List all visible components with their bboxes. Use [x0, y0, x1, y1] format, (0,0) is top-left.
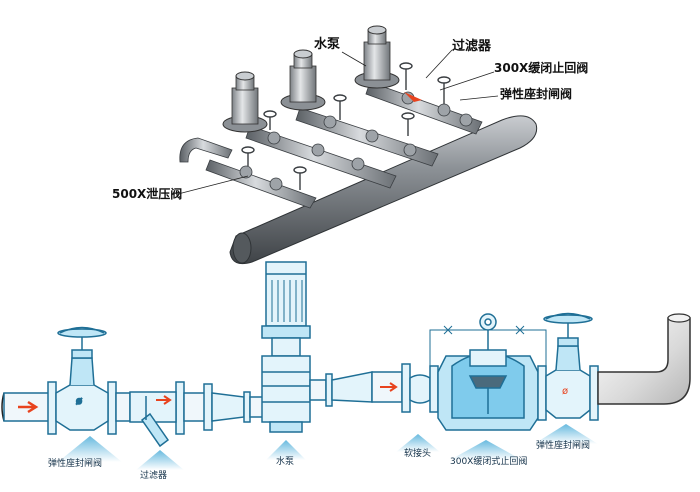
flow-arrow-joint	[380, 382, 398, 392]
label-3d-pump: 水泵	[314, 36, 340, 52]
svg-text:ø: ø	[562, 386, 568, 397]
flow-arrow-3d	[404, 92, 422, 102]
label-2d-gate-valve-out: 弹性座封闸阀	[536, 439, 590, 451]
gate-valve-inlet-2d: ø	[47, 326, 117, 435]
label-2d-flex-joint: 软接头	[404, 447, 431, 459]
y-filter-2d	[115, 381, 185, 448]
leader-lines-3d	[177, 49, 499, 195]
inlet-pipe	[179, 137, 233, 163]
label-3d-filter: 过滤器	[452, 38, 492, 54]
flow-arrow-filter	[156, 395, 172, 405]
label-3d-relief-valve: 500X泄压阀	[112, 186, 182, 201]
pump-2	[280, 49, 326, 111]
pump-outlet-2d	[309, 371, 403, 407]
svg-text:ø: ø	[76, 396, 82, 407]
label-2d-pump: 水泵	[276, 455, 294, 467]
flex-joint-2d	[380, 363, 439, 413]
pump-1	[222, 71, 268, 133]
pump-2d	[261, 261, 311, 433]
header-pipe-end	[232, 232, 252, 264]
label-2d-check-valve: 300X缓闭式止回阀	[450, 455, 527, 467]
check-valve-2d	[429, 313, 547, 431]
pump-3	[354, 25, 400, 89]
reducer-inlet	[203, 383, 269, 431]
label-2d-filter: 过滤器	[140, 469, 167, 481]
label-2d-gate-valve-in: 弹性座封闸阀	[48, 457, 102, 469]
valve-bodies-3d	[239, 91, 473, 191]
flow-arrow-inlet	[18, 400, 39, 414]
outlet-elbow-2d	[597, 313, 691, 405]
header-pipe	[229, 115, 538, 265]
label-3d-check-valve: 300X缓闭止回阀	[494, 60, 588, 75]
label-backdrops	[58, 424, 598, 470]
isometric-view: 水泵 过滤器 300X缓闭止回阀 弹性座封闸阀 500X泄压阀	[112, 25, 588, 265]
label-3d-gate-valve: 弹性座封闸阀	[500, 86, 572, 101]
gate-valve-outlet-2d: ø	[537, 312, 599, 421]
valve-handwheels-3d	[241, 62, 451, 190]
schematic-view: ø	[1, 261, 691, 481]
